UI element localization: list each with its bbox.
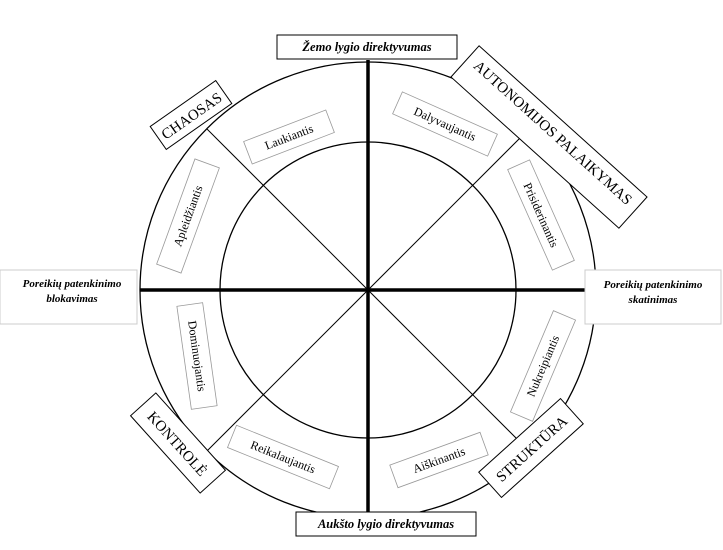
segment-apleidziantis-box [156, 158, 220, 274]
chaos-label-box [149, 79, 233, 151]
segment-apleidziantis-group: Apleidžiantis [156, 158, 220, 274]
left-axis-label-box [0, 269, 138, 325]
segment-aiskinantis-group: Aiškinantis [389, 431, 489, 489]
top-axis-label-box [276, 34, 458, 60]
segment-laukiantis-group: Laukiantis [243, 109, 335, 165]
chaos-label-group: CHAOSAS [149, 79, 233, 151]
segment-aiskinantis-box [389, 431, 489, 489]
segment-reikalaujantis-box [226, 424, 340, 490]
autonomy-label-box [450, 45, 648, 229]
segment-prisiderinantis-box [507, 159, 575, 271]
segment-dominuojantis-box [176, 302, 218, 410]
segment-reikalaujantis-group: Reikalaujantis [226, 424, 340, 490]
segment-dalyvaujantis-box [392, 91, 498, 157]
segment-dominuojantis-group: Dominuojantis [176, 302, 218, 410]
bottom-axis-label: Aukšto lygio direktyvumas [317, 517, 454, 531]
bottom-axis-label-box [295, 511, 477, 537]
control-label-box [129, 392, 227, 494]
segment-nukreipiantis-box [509, 310, 577, 422]
segment-laukiantis-box [243, 109, 335, 165]
control-label-group: KONTROLĖ [129, 392, 227, 494]
diagonal-line-2 [206, 128, 530, 452]
right-axis-label-line1: Poreikių patenkinimo [604, 279, 703, 291]
right-axis-label-line2: skatinimas [628, 294, 678, 306]
structure-label-box [478, 397, 584, 499]
top-axis-label: Žemo lygio direktyvumas [301, 40, 431, 54]
left-axis-label-line1: Poreikių patenkinimo [23, 278, 122, 290]
left-axis-label-line2: blokavimas [46, 293, 97, 305]
right-axis-label-box [584, 269, 722, 325]
